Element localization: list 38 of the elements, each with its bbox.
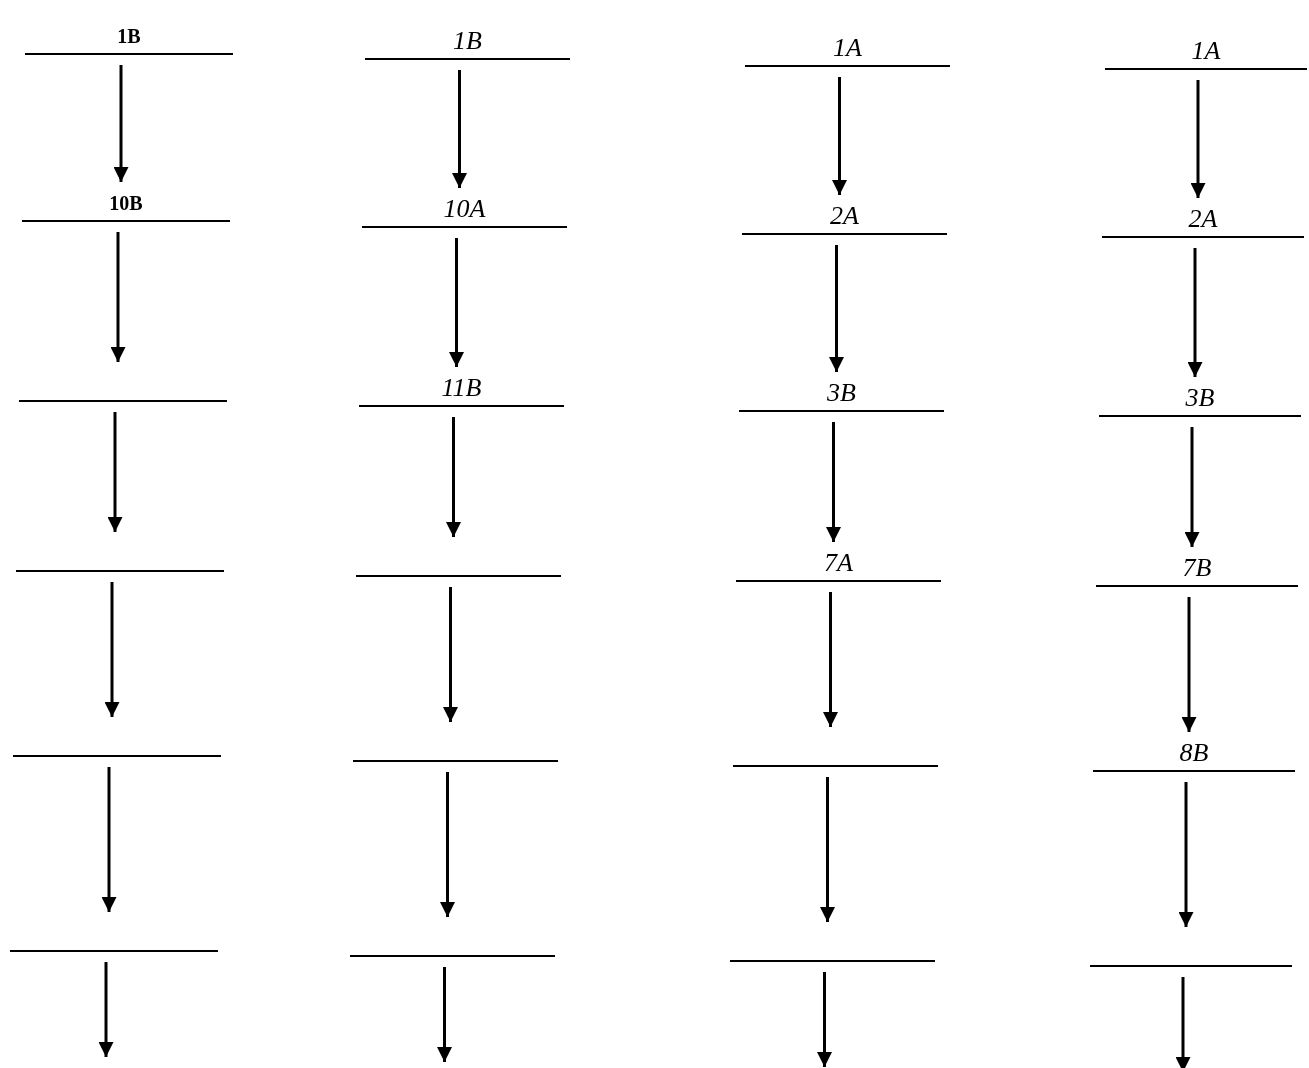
- arrow: [1187, 248, 1203, 377]
- line-label: 2A: [1187, 204, 1219, 234]
- line-label: 1B: [116, 24, 142, 49]
- arrow: [113, 65, 129, 182]
- arrow: [820, 777, 835, 922]
- line-label: 3B: [1184, 383, 1216, 413]
- arrow: [1178, 782, 1194, 927]
- line-label: 8B: [1178, 738, 1210, 768]
- arrow: [1190, 80, 1206, 198]
- arrow: [437, 967, 452, 1062]
- arrow: [826, 422, 841, 542]
- line-label: 7A: [823, 548, 854, 578]
- arrow: [104, 582, 120, 717]
- arrow: [452, 70, 467, 188]
- arrow: [1181, 597, 1197, 732]
- line-label: 1B: [452, 26, 483, 56]
- line-label: 3B: [826, 378, 857, 408]
- line-label: 2A: [829, 201, 860, 231]
- arrow: [1175, 977, 1191, 1068]
- arrow: [443, 587, 458, 722]
- arrow: [101, 767, 117, 912]
- arrow: [832, 77, 847, 195]
- arrow: [440, 772, 455, 917]
- line-label: 10B: [108, 191, 144, 216]
- line-label: 1A: [1190, 36, 1222, 66]
- line-label: 7B: [1181, 553, 1213, 583]
- arrow: [817, 972, 832, 1067]
- line-label: 1A: [832, 33, 863, 63]
- arrow: [98, 962, 114, 1057]
- arrow: [449, 238, 464, 367]
- arrow: [829, 245, 844, 372]
- arrow: [107, 412, 123, 532]
- arrow: [1184, 427, 1200, 547]
- line-label: 11B: [440, 373, 483, 403]
- arrow: [823, 592, 838, 727]
- line-label: 10A: [442, 194, 487, 224]
- arrow: [446, 417, 461, 537]
- arrow: [110, 232, 126, 362]
